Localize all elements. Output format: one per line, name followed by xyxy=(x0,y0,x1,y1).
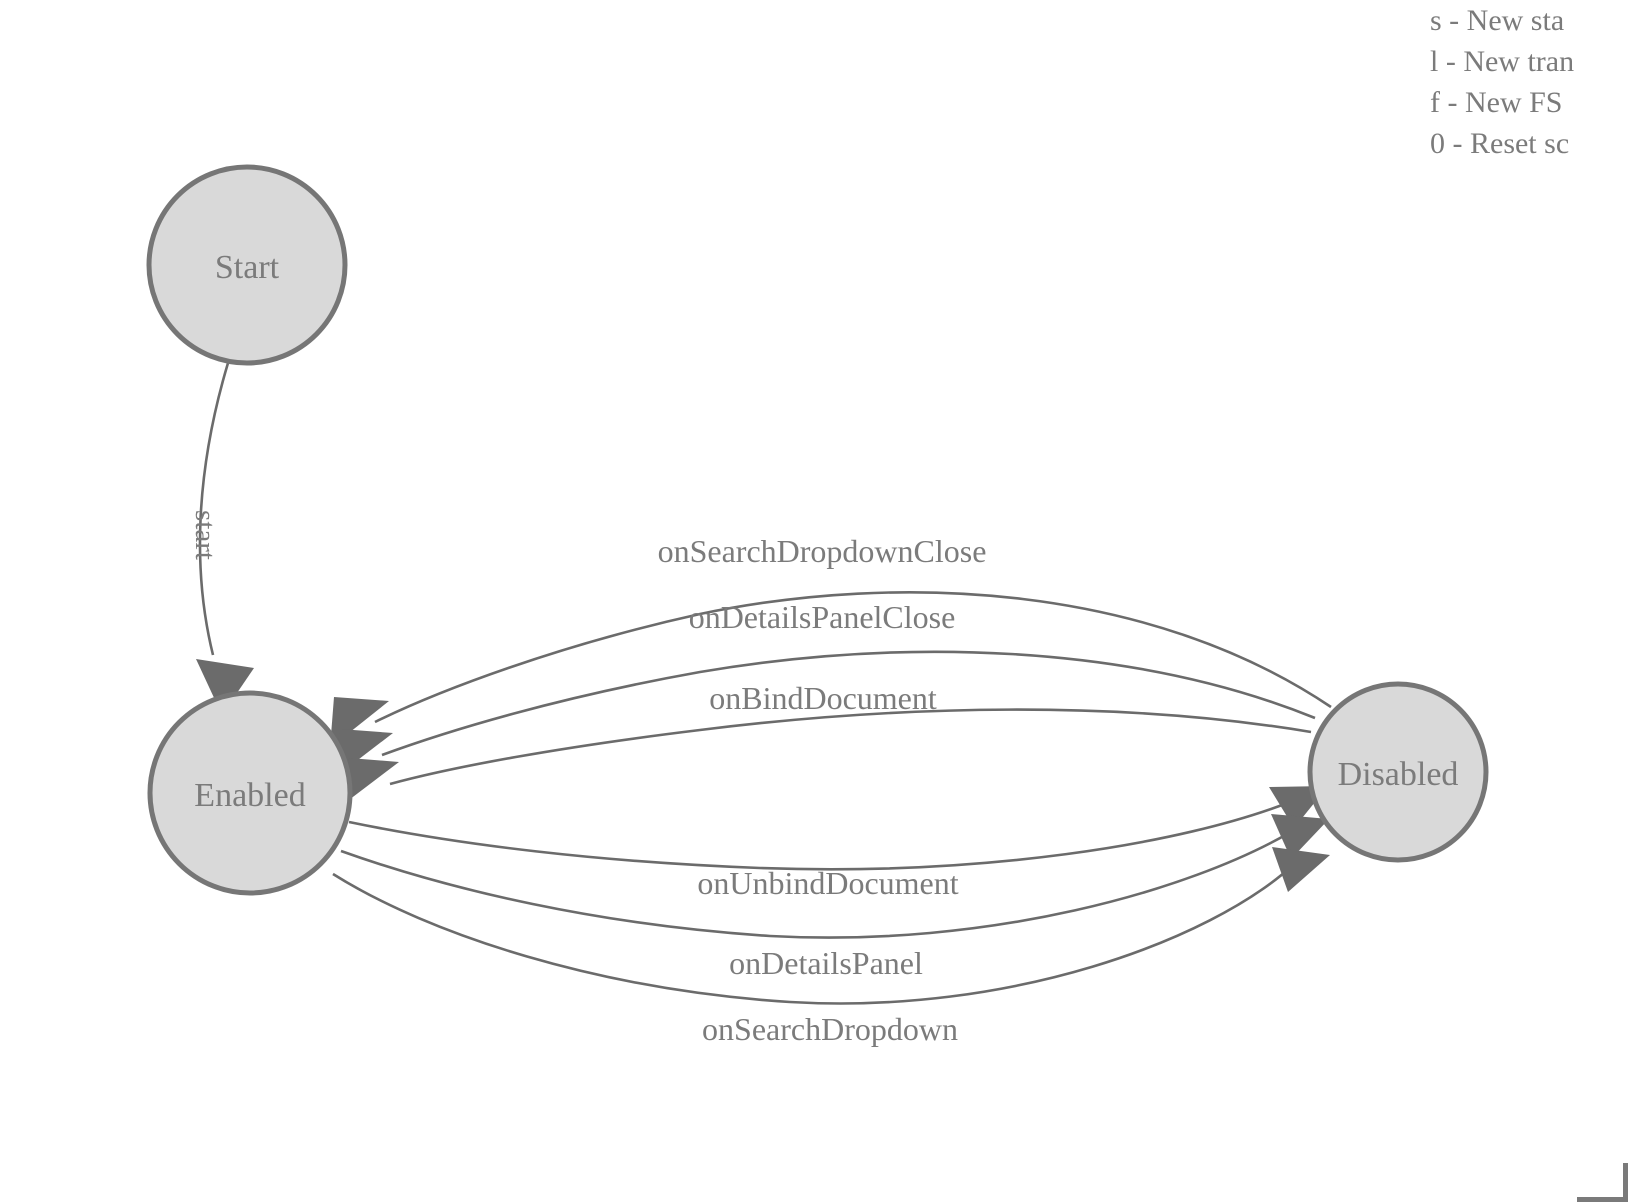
transition-onunbinddocument-path xyxy=(348,800,1291,871)
transition-start-to-enabled-label: start xyxy=(189,510,221,560)
state-node-disabled-circle[interactable] xyxy=(1307,681,1489,863)
transition-onbinddocument-path xyxy=(389,708,1312,786)
help-line-new-fsm: f - New FS xyxy=(1430,86,1563,119)
transition-onbinddocument-label: onBindDocument xyxy=(709,680,937,716)
transition-enabled-to-disabled-unbinddocument[interactable]: onUnbindDocument xyxy=(348,786,1328,901)
arrowhead-onsearchdropdown xyxy=(1272,847,1330,892)
transition-disabled-to-enabled-searchdropdownclose[interactable]: onSearchDropdownClose xyxy=(330,533,1332,748)
transition-enabled-to-disabled-searchdropdown[interactable]: onSearchDropdown xyxy=(332,847,1330,1047)
transition-ondetailspanelclose-path xyxy=(381,650,1316,757)
state-node-start-circle[interactable] xyxy=(146,164,348,366)
transition-onunbinddocument-label: onUnbindDocument xyxy=(697,865,958,901)
arrowhead-start-to-enabled xyxy=(196,659,254,715)
transition-start-to-enabled[interactable]: start xyxy=(189,362,254,715)
transition-ondetailspanel-label: onDetailsPanel xyxy=(729,945,923,981)
help-line-new-transition: l - New tran xyxy=(1430,45,1575,78)
state-node-start-label: Start xyxy=(215,249,280,286)
transition-onsearchdropdown-label: onSearchDropdown xyxy=(702,1011,958,1047)
resize-handle-icon[interactable] xyxy=(1577,1163,1628,1202)
help-line-reset: 0 - Reset sc xyxy=(1430,127,1570,160)
transition-start-to-enabled-path xyxy=(198,362,230,656)
keyboard-shortcuts-help: s - New sta l - New tran f - New FS 0 - … xyxy=(1430,0,1632,164)
transition-ondetailspanel-path xyxy=(340,831,1290,939)
transition-disabled-to-enabled-binddocument[interactable]: onBindDocument xyxy=(341,680,1312,806)
transition-ondetailspanelclose-label: onDetailsPanelClose xyxy=(689,599,956,635)
transition-onsearchdropdownclose-label: onSearchDropdownClose xyxy=(658,533,987,569)
help-line-new-state: s - New sta xyxy=(1430,4,1565,37)
state-node-start[interactable]: Start xyxy=(146,164,348,366)
arrowhead-ondetailspanel xyxy=(1271,814,1329,859)
transition-onsearchdropdownclose-path xyxy=(374,591,1332,724)
state-node-disabled[interactable]: Disabled xyxy=(1307,681,1489,863)
state-node-enabled-circle[interactable] xyxy=(147,690,353,896)
state-node-enabled-label: Enabled xyxy=(194,777,305,814)
arrowhead-onbinddocument xyxy=(341,758,399,806)
transition-enabled-to-disabled-detailspanel[interactable]: onDetailsPanel xyxy=(340,814,1329,981)
state-node-enabled[interactable]: Enabled xyxy=(147,690,353,896)
transition-onsearchdropdown-path xyxy=(332,865,1293,1005)
state-node-disabled-label: Disabled xyxy=(1338,756,1459,793)
